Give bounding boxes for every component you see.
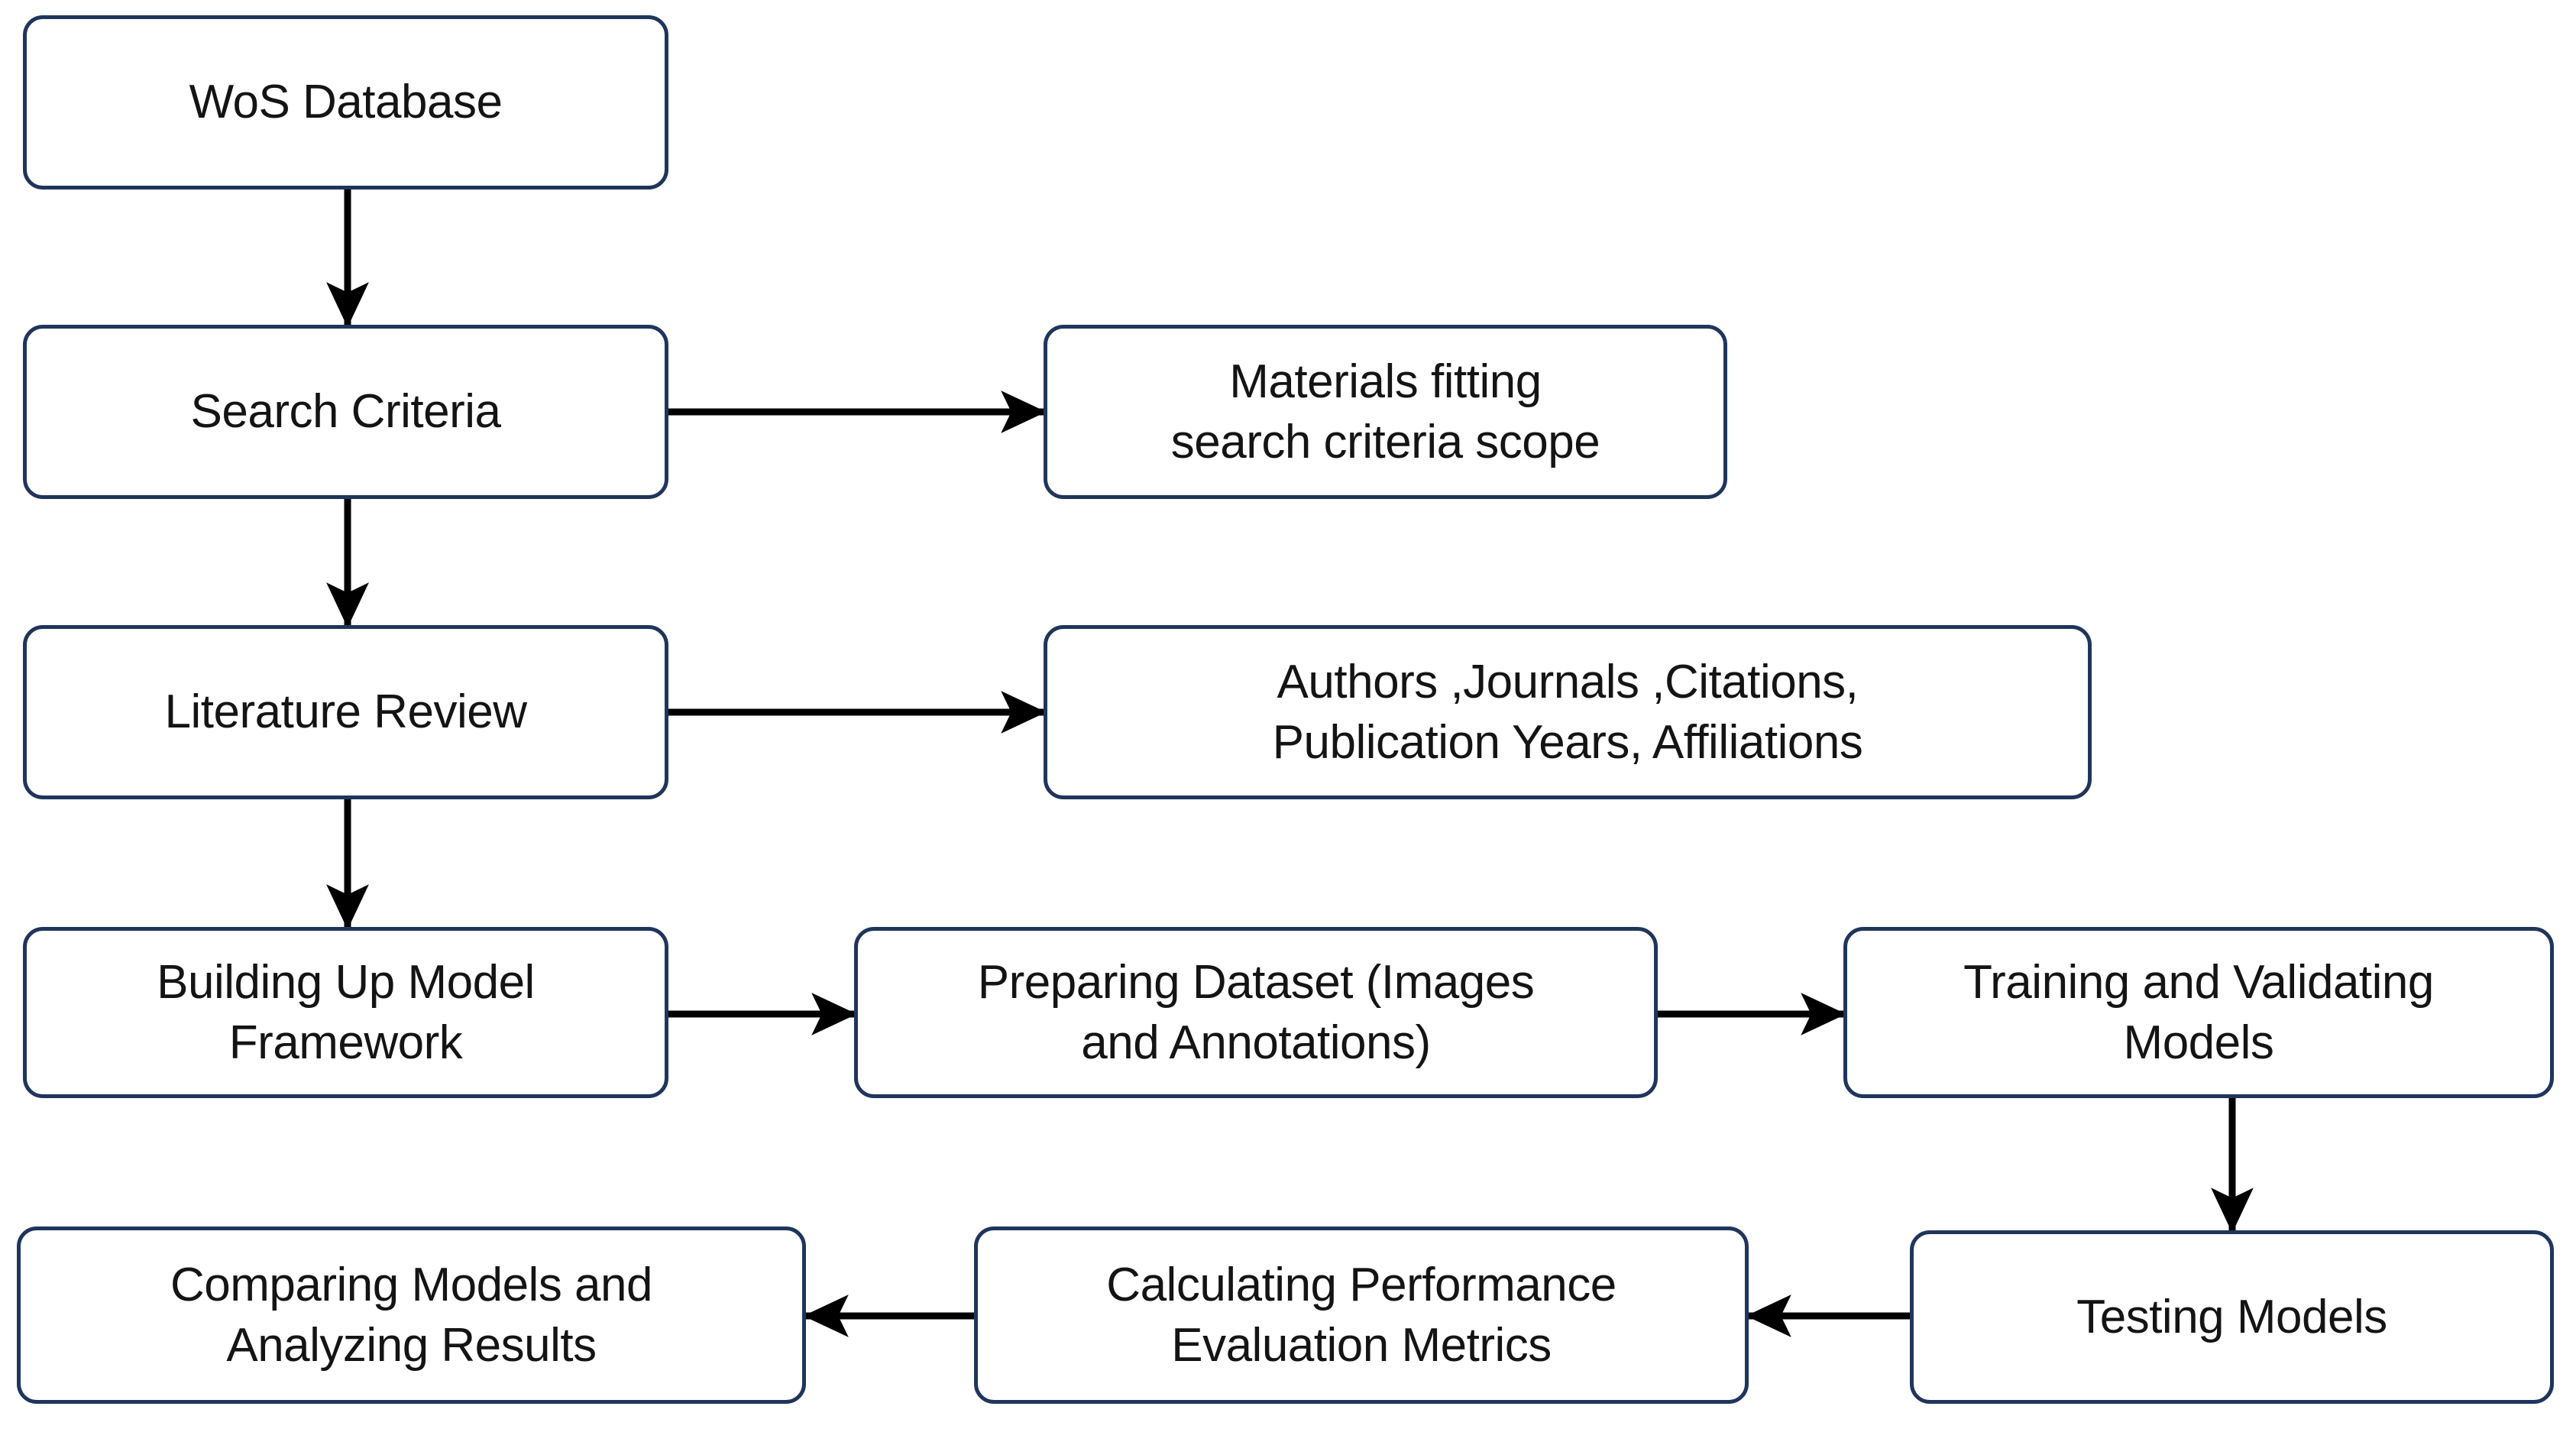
- node-training-and-validating-models[interactable]: Training and Validating Models: [1843, 927, 2554, 1098]
- node-building-up-model-framework[interactable]: Building Up Model Framework: [23, 927, 668, 1098]
- node-label: Calculating Performance Evaluation Metri…: [1106, 1258, 1616, 1372]
- node-label: Materials fitting search criteria scope: [1170, 355, 1600, 468]
- node-wos-database[interactable]: WoS Database: [23, 15, 668, 190]
- node-label: Search Criteria: [190, 385, 501, 439]
- node-literature-review[interactable]: Literature Review: [23, 625, 668, 799]
- node-bibliometric-fields[interactable]: Authors ,Journals ,Citations, Publicatio…: [1044, 625, 2092, 799]
- node-label: Testing Models: [2076, 1290, 2387, 1343]
- node-materials-fitting-search-criteria-scope[interactable]: Materials fitting search criteria scope: [1044, 325, 1727, 499]
- node-search-criteria[interactable]: Search Criteria: [23, 325, 668, 499]
- node-label: Building Up Model Framework: [157, 955, 535, 1069]
- node-label: WoS Database: [189, 76, 503, 129]
- node-label: Training and Validating Models: [1963, 955, 2434, 1069]
- node-preparing-dataset[interactable]: Preparing Dataset (Images and Annotation…: [854, 927, 1658, 1098]
- node-testing-models[interactable]: Testing Models: [1910, 1230, 2554, 1404]
- node-label: Preparing Dataset (Images and Annotation…: [977, 955, 1535, 1069]
- node-comparing-models-and-analyzing-results[interactable]: Comparing Models and Analyzing Results: [17, 1226, 806, 1404]
- node-calculating-performance-evaluation-metrics[interactable]: Calculating Performance Evaluation Metri…: [974, 1226, 1749, 1404]
- node-label: Comparing Models and Analyzing Results: [170, 1258, 653, 1372]
- node-label: Authors ,Journals ,Citations, Publicatio…: [1272, 655, 1863, 769]
- node-label: Literature Review: [164, 685, 527, 739]
